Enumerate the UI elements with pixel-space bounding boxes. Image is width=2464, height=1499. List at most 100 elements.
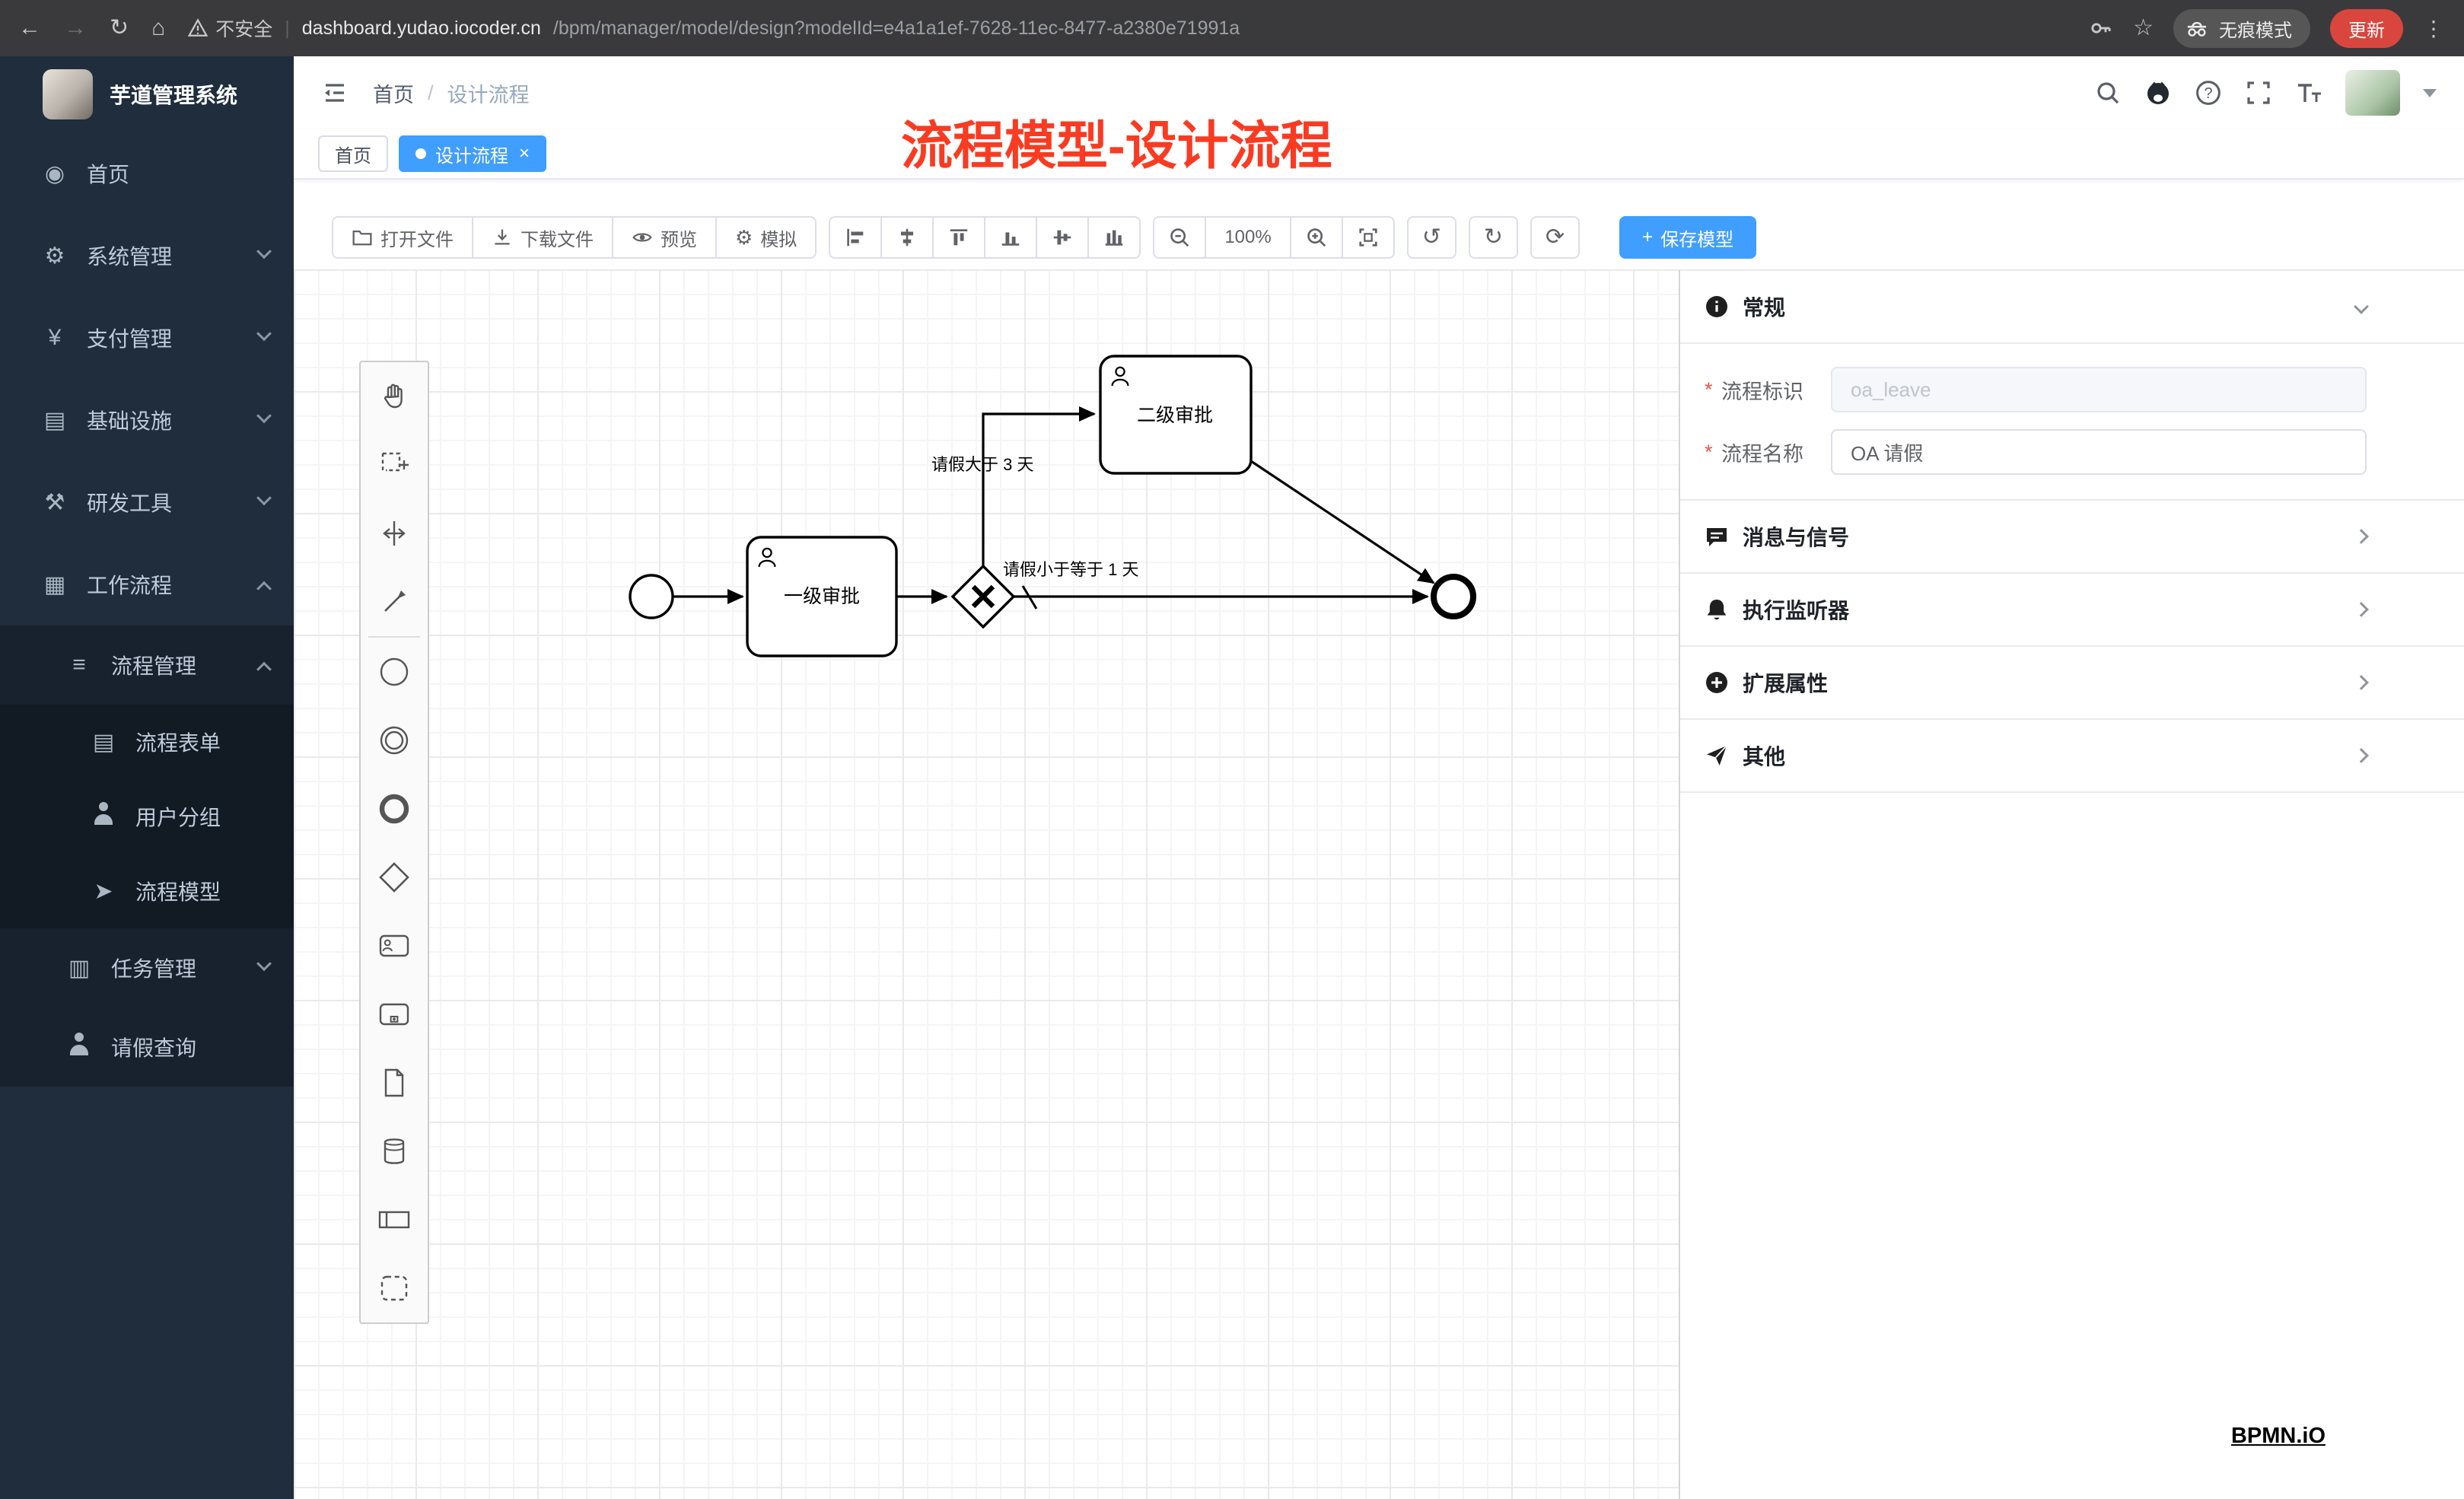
zoom-in-button[interactable] (1289, 216, 1343, 259)
general-form: * 流程标识 * 流程名称 (1680, 344, 2464, 501)
security-warning[interactable]: 不安全 (188, 14, 272, 42)
forward-icon[interactable]: → (64, 15, 87, 40)
search-icon[interactable] (2094, 79, 2122, 107)
section-message-signal[interactable]: 消息与信号 (1680, 501, 2464, 574)
url-host: dashboard.yudao.iocoder.cn (301, 17, 541, 39)
create-group[interactable] (361, 1254, 428, 1322)
users-icon (87, 802, 120, 831)
field-label: 流程标识 (1721, 380, 1803, 403)
back-icon[interactable]: ← (18, 15, 41, 40)
redo-button[interactable]: ↻ (1468, 216, 1518, 259)
sidebar-item-process-form[interactable]: ▤ 流程表单 (0, 705, 294, 779)
key-icon[interactable] (2089, 16, 2113, 40)
align-left-button[interactable] (829, 216, 883, 259)
home-icon[interactable]: ⌂ (151, 15, 166, 40)
process-key-input[interactable] (1831, 367, 2367, 412)
sidebar-item-process-mgmt[interactable]: ≡ 流程管理 (0, 625, 294, 705)
sidebar-item-infra[interactable]: ▤ 基础设施 (0, 379, 294, 461)
align-top-button[interactable] (932, 216, 986, 259)
zoom-reset-button[interactable] (1341, 216, 1395, 259)
breadcrumb-home[interactable]: 首页 (373, 83, 414, 107)
zoom-out-button[interactable] (1153, 216, 1207, 259)
address-bar[interactable]: 不安全 | dashboard.yudao.iocoder.cn/bpm/man… (188, 14, 2066, 42)
end-event[interactable] (1431, 574, 1476, 619)
section-title: 执行监听器 (1743, 599, 1850, 622)
reload-icon[interactable]: ↻ (110, 15, 129, 40)
align-center-icon (901, 228, 914, 247)
restart-button[interactable]: ⟳ (1530, 216, 1581, 259)
process-name-row: * 流程名称 (1705, 429, 2367, 475)
sequence-flow-gt3[interactable] (982, 406, 1096, 566)
section-extended-attrs[interactable]: 扩展属性 (1680, 647, 2464, 720)
update-button[interactable]: 更新 (2330, 8, 2403, 48)
chevron-down-icon (256, 956, 272, 972)
create-start-event[interactable] (361, 638, 428, 706)
zoom-level-button[interactable]: 100% (1205, 216, 1291, 259)
create-end-event[interactable] (361, 775, 428, 843)
simulate-button[interactable]: ⚙ 模拟 (715, 216, 817, 259)
sidebar-item-payment[interactable]: ¥ 支付管理 (0, 297, 294, 379)
browser-menu-icon[interactable]: ⋮ (2423, 16, 2446, 40)
section-other[interactable]: 其他 (1680, 720, 2464, 793)
zoom-out-icon (1170, 228, 1189, 247)
sidebar-item-system[interactable]: ⚙ 系统管理 (0, 215, 294, 297)
font-size-icon[interactable] (2295, 79, 2322, 107)
sidebar-item-task-mgmt[interactable]: ▥ 任务管理 (0, 928, 294, 1007)
sidebar-item-label: 请假查询 (111, 1036, 197, 1060)
create-data-store[interactable] (361, 1117, 428, 1186)
sidebar-item-leave-query[interactable]: 请假查询 (0, 1007, 294, 1087)
user-task-level2[interactable]: 二级审批 (1099, 355, 1253, 475)
preview-button[interactable]: 预览 (612, 216, 717, 259)
exclusive-gateway[interactable] (950, 564, 1016, 629)
create-gateway[interactable] (361, 843, 428, 912)
section-execution-listener[interactable]: 执行监听器 (1680, 574, 2464, 647)
sidebar-item-process-model[interactable]: ➤ 流程模型 (0, 854, 294, 928)
sequence-flow-task2-end[interactable] (1250, 460, 1435, 584)
align-center-button[interactable] (880, 216, 934, 259)
space-tool[interactable] (361, 499, 428, 568)
sidebar-item-workflow[interactable]: ▦ 工作流程 (0, 543, 294, 625)
global-connect-tool[interactable] (361, 568, 428, 636)
create-participant[interactable] (361, 1186, 428, 1254)
save-model-button[interactable]: + 保存模型 (1619, 216, 1757, 259)
process-name-input[interactable] (1831, 429, 2367, 475)
help-icon[interactable]: ? (2195, 79, 2222, 107)
start-event[interactable] (629, 574, 674, 619)
sidebar-item-label: 流程表单 (135, 731, 221, 755)
download-file-button[interactable]: 下载文件 (472, 216, 613, 259)
process-key-row: * 流程标识 (1705, 367, 2367, 412)
collapse-sidebar-icon[interactable] (321, 79, 349, 107)
create-subprocess[interactable] (361, 980, 428, 1049)
user-task-level1[interactable]: 一级审批 (746, 536, 898, 657)
sidebar-item-home[interactable]: ◉ 首页 (0, 132, 294, 215)
svg-text:?: ? (2204, 85, 2212, 102)
avatar-caret-icon[interactable] (2423, 88, 2437, 97)
message-icon (1707, 528, 1727, 546)
lasso-tool[interactable] (361, 431, 428, 499)
open-file-button[interactable]: 打开文件 (332, 216, 473, 259)
create-user-task[interactable] (361, 912, 428, 980)
create-intermediate-event[interactable] (361, 706, 428, 775)
sidebar-item-devtools[interactable]: ⚒ 研发工具 (0, 461, 294, 543)
chevron-right-icon (2354, 529, 2369, 544)
sidebar-item-user-group[interactable]: 用户分组 (0, 779, 294, 854)
github-icon[interactable] (2144, 79, 2172, 107)
tab-home[interactable]: 首页 (318, 135, 388, 172)
bpmn-io-watermark[interactable]: BPMN.iO (2230, 1424, 2326, 1448)
user-icon (62, 1033, 96, 1061)
section-general[interactable]: 常规 (1680, 271, 2464, 344)
lasso-icon (381, 452, 409, 472)
hand-tool[interactable] (361, 362, 428, 431)
bookmark-star-icon[interactable]: ☆ (2133, 15, 2154, 40)
user-avatar[interactable] (2345, 70, 2400, 116)
create-data-object[interactable] (361, 1049, 428, 1117)
distribute-button[interactable] (1087, 216, 1141, 259)
tab-close-icon[interactable]: × (519, 143, 530, 164)
align-middle-button[interactable] (1036, 216, 1090, 259)
align-bottom-button[interactable] (984, 216, 1038, 259)
undo-button[interactable]: ↺ (1406, 216, 1456, 259)
app-logo[interactable]: 芋道管理系统 (0, 56, 294, 132)
tab-design-process[interactable]: 设计流程 × (399, 135, 547, 172)
fullscreen-icon[interactable] (2245, 79, 2272, 107)
section-title: 常规 (1743, 296, 1786, 320)
